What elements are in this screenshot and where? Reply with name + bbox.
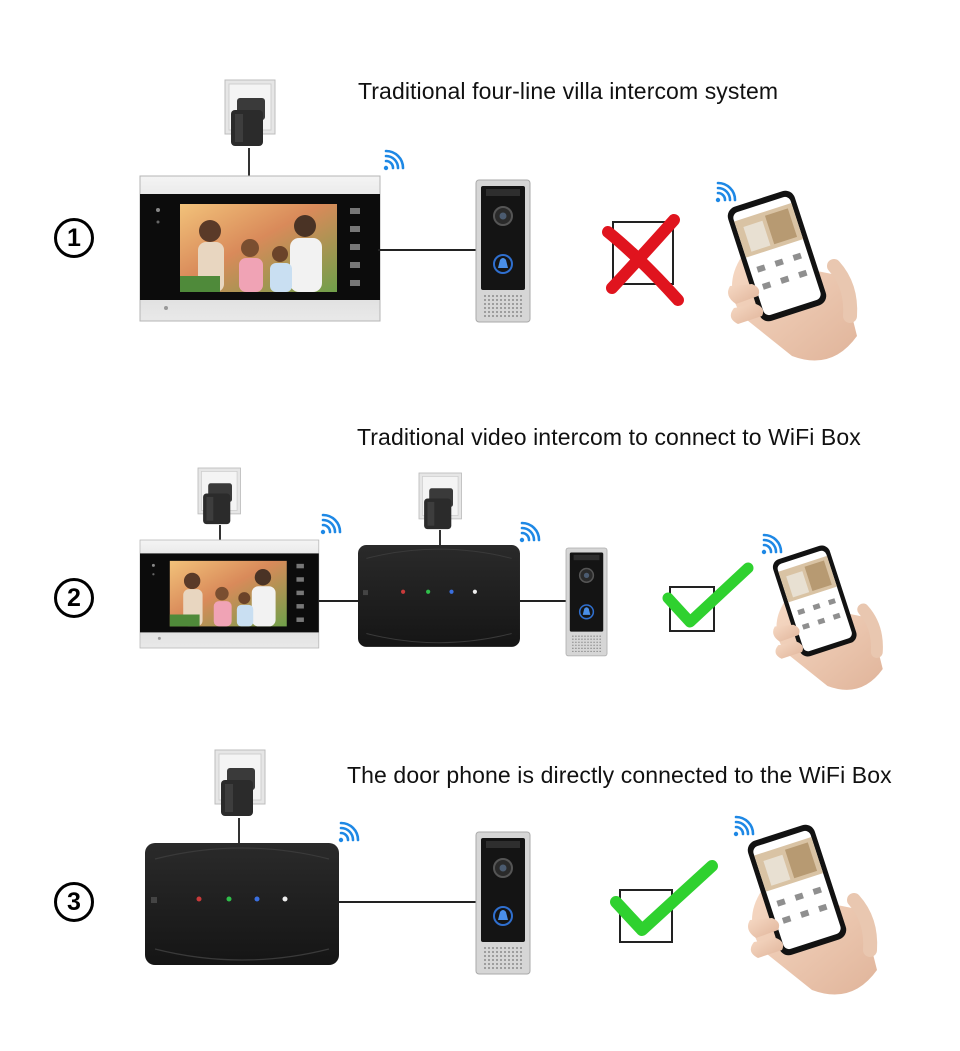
smartphone-in-hand — [745, 822, 877, 994]
outdoor-door-station — [475, 831, 531, 975]
scenario-3-caption: The door phone is directly connected to … — [347, 762, 892, 788]
wifi-box — [357, 544, 521, 648]
scenario-3-diagram — [144, 749, 877, 995]
indoor-monitor — [139, 539, 320, 649]
wifi-signal-icon — [732, 815, 755, 838]
power-adapter-icon — [214, 749, 266, 817]
red-cross-icon — [602, 214, 684, 306]
scenario-1-diagram — [139, 79, 857, 361]
power-adapter-icon — [224, 79, 276, 147]
green-check-icon — [610, 860, 718, 943]
scenario-3-number-text: 3 — [67, 887, 81, 916]
wifi-signal-icon — [319, 513, 342, 536]
wifi-signal-icon — [382, 149, 405, 172]
outdoor-door-station — [475, 179, 531, 323]
scenario-1-number: 1 — [54, 218, 94, 258]
smartphone-in-hand — [725, 188, 857, 360]
wifi-signal-icon — [760, 533, 783, 556]
wifi-signal-icon — [714, 181, 737, 204]
smartphone-in-hand — [771, 543, 883, 690]
scenario-2-number: 2 — [54, 578, 94, 618]
scenario-2-number-text: 2 — [67, 583, 81, 612]
wifi-signal-icon — [337, 821, 360, 844]
power-adapter-icon — [418, 472, 462, 530]
scenario-2-diagram — [139, 467, 883, 690]
scenario-2-caption: Traditional video intercom to connect to… — [357, 424, 861, 450]
scenario-3-number: 3 — [54, 882, 94, 922]
wifi-box — [144, 842, 340, 966]
indoor-monitor — [139, 175, 381, 322]
scenario-1-caption: Traditional four-line villa intercom sys… — [358, 78, 779, 104]
scenario-1-number-text: 1 — [67, 223, 81, 252]
outdoor-door-station — [565, 547, 608, 657]
power-adapter-icon — [197, 467, 241, 525]
wifi-signal-icon — [518, 521, 541, 544]
green-check-icon — [662, 562, 754, 632]
